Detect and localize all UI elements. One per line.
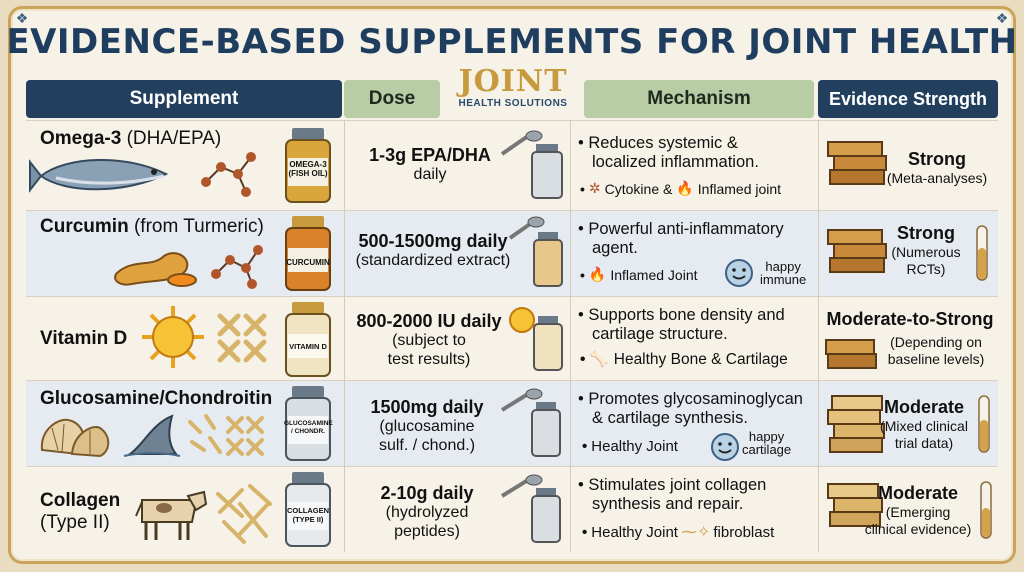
header-mechanism: Mechanism [584,80,814,118]
book-stack-icon [827,141,887,185]
bottle-label: GLUCOSAMINE/ CHONDR. [284,420,333,435]
cartilage-cross-icon [188,414,264,456]
bone-icon: 🦴 [589,351,609,368]
fibroblast-icon: ⁓✧ [680,524,711,541]
logo-title: JOINT [458,64,568,99]
bottle-label: CURCUMIN [286,258,330,267]
logo-subtitle: HEALTH SOLUTIONS [458,98,568,109]
sun-icon [142,306,204,368]
table-row [26,296,998,380]
supplement-bottle-icon [500,474,561,543]
shark-fin-icon [123,414,181,457]
mechanism-text: • Reduces systemic &localized inflammati… [578,134,759,171]
supplement-bottle-icon [500,388,561,457]
test-tube-icon [980,481,992,539]
supplement-bottle-icon [285,302,331,377]
flame-icon: 🔥 [588,266,607,282]
molecule-icon [201,152,256,197]
cow-icon [135,490,208,540]
mechanism-detail: •🦴Healthy Bone & Cartilage [580,350,788,369]
table-row [26,466,998,552]
supplement-name: Curcumin (from Turmeric) [40,216,264,237]
collagen-fiber-icon [216,484,272,544]
mechanism-detail: •Healthy Joint [582,438,678,455]
dose-cell: 500-1500mg daily(standardized extract) [355,231,511,270]
cartilage-cross-icon [217,313,267,363]
supplement-bottle-icon [285,386,331,461]
supplement-bottle-icon [509,307,563,371]
mechanism-detail: •Healthy Joint ⁓✧ fibroblast [582,523,775,542]
supplement-name: Omega-3 (DHA/EPA) [40,128,222,149]
supplement-bottle-icon [285,128,331,203]
mechanism-detail: •🔥Inflamed Joint [580,266,698,283]
smiley-icon [711,433,739,461]
supplement-bottle-icon [500,130,563,199]
shell-icon [40,418,110,458]
evidence-cell: Moderate-to-Strong [826,309,994,329]
evidence-cell: Strong(Meta-analyses) [886,149,988,186]
logo: JOINT HEALTH SOLUTIONS [446,66,580,120]
corner-ornament-icon: ❖ [15,10,29,26]
flame-icon: 🔥 [676,180,694,196]
header-evidence: Evidence Strength [818,80,998,118]
supplement-bottle-icon [285,216,331,291]
supplement-name: Vitamin D [40,328,128,349]
corner-ornament-icon: ❖ [995,10,1009,26]
molecule-icon [211,245,263,289]
test-tube-icon [978,395,990,453]
book-stack-icon [827,395,885,453]
column-divider [818,120,819,552]
column-divider [570,120,571,552]
book-stack-icon [825,339,877,369]
bottle-label: VITAMIN D [289,342,327,351]
book-stack-icon [827,229,887,273]
column-divider [344,120,345,552]
ginger-root-icon [114,252,197,287]
molecule-icon: ✲ [588,180,601,196]
header-supplement: Supplement [26,80,342,118]
header-dose: Dose [344,80,440,118]
supplement-bottle-icon [285,472,331,547]
bottle-label: COLLAGEN(TYPE II) [286,506,330,524]
supplement-name: Glucosamine/Chondroitin [40,388,273,409]
supplement-bottle-icon [508,216,563,287]
page-title: EVIDENCE-BASED SUPPLEMENTS FOR JOINT HEA… [6,22,1018,62]
test-tube-icon [976,225,988,281]
mechanism-detail: •✲Cytokine &🔥Inflamed joint [580,180,782,197]
table-row [26,120,998,210]
supplement-name: Collagen(Type II) [40,490,121,533]
mechanism-text: • Promotes glycosaminoglycan& cartilage … [578,390,803,427]
bottle-label: OMEGA-3(FISH OIL) [288,160,328,178]
book-stack-icon [827,483,883,527]
fish-icon [29,159,169,193]
smiley-icon [725,259,753,287]
